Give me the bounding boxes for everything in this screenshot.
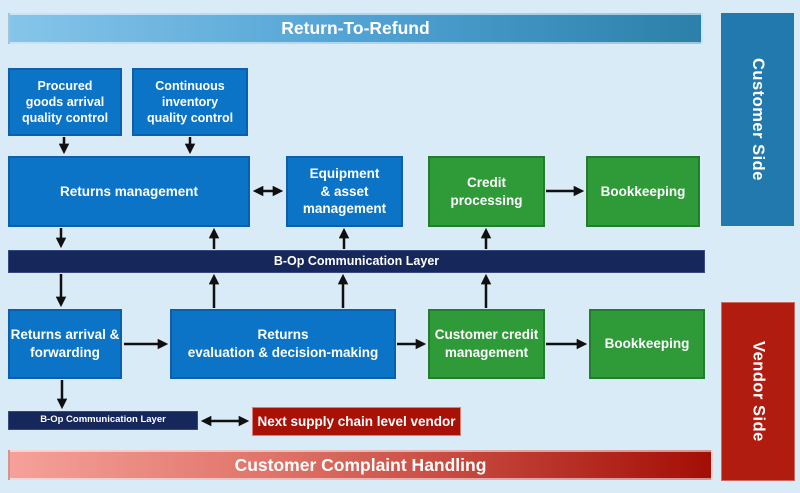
bop-main-label: B-Op Communication Layer — [273, 254, 440, 269]
title-banner-label: Return-To-Refund — [281, 18, 430, 38]
customer-side-text: Customer Side — [749, 58, 767, 181]
next-vendor-box: Next supply chain level vendor — [252, 407, 461, 436]
bop-small-label: B-Op Communication Layer — [40, 414, 166, 426]
bop-communication-layer-small: B-Op Communication Layer — [8, 411, 198, 430]
bookkeeping-top-box: Bookkeeping — [586, 156, 700, 227]
footer-banner: Customer Complaint Handling — [8, 450, 713, 480]
customer-credit-box: Customer credit management — [428, 309, 545, 379]
equipment-asset-label: Equipment & asset management — [302, 166, 387, 217]
vendor-side-text: Vendor Side — [749, 341, 768, 442]
continuous-inventory-box: Continuous inventory quality control — [132, 68, 248, 136]
vendor-side-label: Vendor Side — [721, 302, 795, 481]
customer-side-label: Customer Side — [721, 13, 794, 226]
bookkeeping-bottom-label: Bookkeeping — [604, 336, 690, 352]
credit-processing-box: Credit processing — [428, 156, 545, 227]
returns-arrival-box: Returns arrival & forwarding — [8, 309, 122, 379]
bookkeeping-top-label: Bookkeeping — [600, 183, 686, 199]
returns-arrival-label: Returns arrival & forwarding — [10, 327, 120, 360]
footer-banner-label: Customer Complaint Handling — [234, 454, 487, 475]
continuous-inventory-label: Continuous inventory quality control — [146, 78, 234, 126]
customer-credit-label: Customer credit management — [434, 327, 539, 360]
procured-goods-label: Procured goods arrival quality control — [21, 78, 109, 126]
bookkeeping-bottom-box: Bookkeeping — [589, 309, 705, 379]
returns-evaluation-box: Returns evaluation & decision-making — [170, 309, 396, 379]
returns-evaluation-label: Returns evaluation & decision-making — [187, 327, 379, 360]
title-banner: Return-To-Refund — [8, 13, 703, 44]
bop-communication-layer-main: B-Op Communication Layer — [8, 250, 705, 273]
equipment-asset-box: Equipment & asset management — [286, 156, 403, 227]
credit-processing-label: Credit processing — [450, 174, 523, 208]
procured-goods-box: Procured goods arrival quality control — [8, 68, 122, 136]
returns-management-label: Returns management — [59, 183, 199, 199]
returns-management-box: Returns management — [8, 156, 250, 227]
next-vendor-label: Next supply chain level vendor — [257, 413, 456, 429]
